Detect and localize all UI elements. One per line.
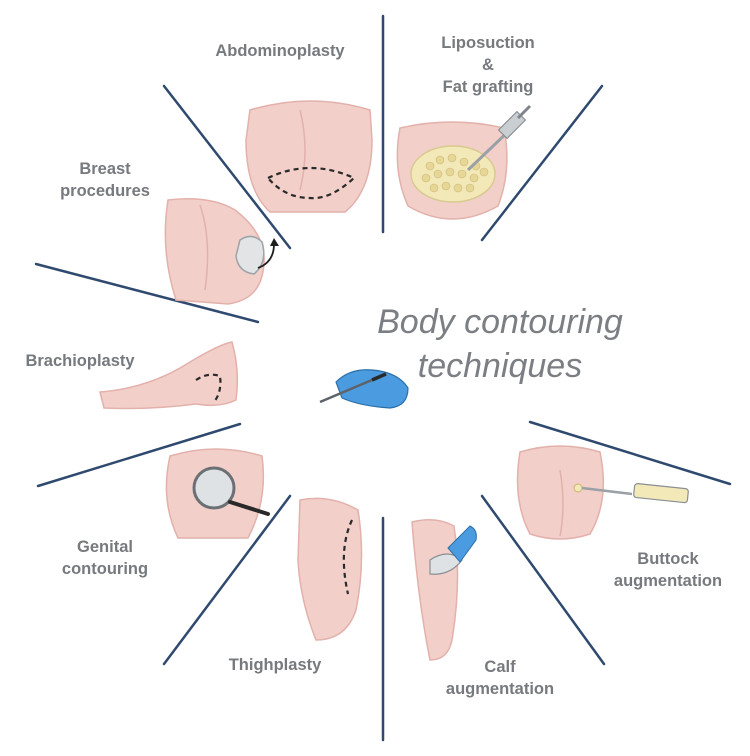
divider-line [162,84,292,250]
label-thighplasty: Thighplasty [228,656,322,674]
label-buttock-augmentation: Buttock augmentation [613,550,723,590]
divider-line [480,84,604,242]
liposuction-illustration [396,104,532,220]
diagram-title: Body contouring techniques [330,300,670,388]
label-breast-procedures: Breast procedures [60,160,150,200]
label-calf-augmentation: Calf augmentation [445,658,555,698]
label-brachioplasty: Brachioplasty [25,352,135,370]
brachioplasty-illustration [99,341,239,410]
calf-illustration [411,519,477,661]
divider-line [36,422,242,488]
title-line-2: techniques [417,347,583,385]
buttock-illustration [516,445,689,540]
label-abdominoplasty: Abdominoplasty [215,42,345,60]
abdominoplasty-illustration [245,100,373,213]
divider-line [162,494,292,666]
breast-illustration [164,198,279,305]
thighplasty-illustration [297,497,363,641]
glove-scalpel-icon [319,369,409,409]
label-liposuction: Liposuction & Fat grafting [441,34,535,96]
divider-line [528,420,732,486]
divider-line [480,494,606,666]
divider-line [34,262,260,324]
divider-lines [34,14,732,742]
title-line-1: Body contouring [377,303,623,341]
label-genital-contouring: Genital contouring [61,538,149,578]
genital-illustration [165,448,270,539]
